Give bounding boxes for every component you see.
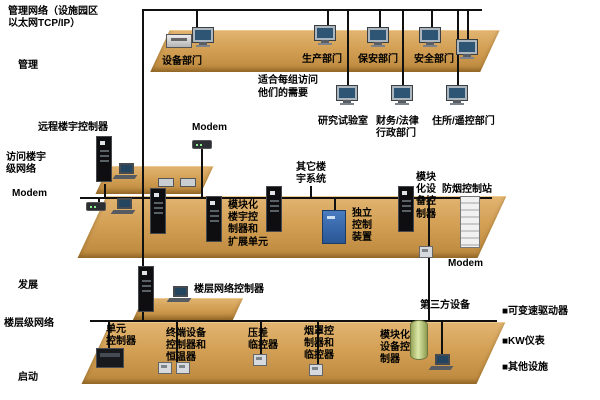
level-label-development: 发展 — [18, 280, 38, 291]
modem-icon-left — [86, 202, 106, 211]
legend-item-other: ■其他设施 — [502, 362, 549, 373]
label-hood-controller: 烟罩控 制器和 临控器 — [304, 326, 334, 362]
label-modular-equipment-controller: 模块 化设 备控 制器 — [416, 172, 436, 220]
label-modem-top: Modem — [192, 122, 227, 133]
pressure-monitor-icon — [253, 354, 267, 366]
connector-line — [431, 9, 433, 30]
modular-equipment-controller-cylinder-icon — [410, 320, 428, 360]
label-other-building-systems: 其它楼 宇系统 — [296, 162, 326, 186]
connector-line — [310, 186, 312, 197]
level-label-floor: 楼层级网络 — [4, 318, 54, 329]
computer-icon-residence — [446, 86, 468, 108]
modem-icon-right — [419, 246, 433, 258]
computer-icon-lab — [336, 86, 358, 108]
connector-line — [176, 320, 178, 362]
remote-building-controller-icon — [96, 136, 112, 182]
label-modular-equipment-controller-floor: 模块化 设备控 制器 — [380, 330, 410, 366]
connector-line — [317, 320, 319, 364]
printer-icon — [166, 34, 192, 48]
laptop-icon-development — [166, 286, 192, 303]
connector-line — [260, 320, 262, 354]
connector-line — [201, 149, 203, 197]
connector-line — [334, 197, 336, 211]
connector-line — [196, 9, 198, 31]
smoke-control-station-icon — [460, 196, 480, 248]
thermostat-icon — [176, 362, 190, 374]
independent-control-device-icon — [322, 210, 346, 244]
level-label-access: 访问楼宇 级网络 — [6, 152, 46, 176]
laptop-icon-floor — [428, 354, 454, 371]
connector-line — [402, 9, 404, 88]
hood-controller-icon — [309, 364, 323, 376]
modem-icon-top — [192, 140, 212, 149]
computer-icon-production — [314, 26, 336, 48]
label-research-lab: 研究试验室 — [318, 116, 368, 127]
connector-line — [379, 9, 381, 30]
connector-line — [98, 197, 100, 205]
computer-icon-security — [367, 28, 389, 50]
label-safety-dept: 安全部门 — [414, 54, 454, 65]
computer-icon-equipment — [192, 28, 214, 50]
label-equipment-dept: 设备部门 — [162, 56, 202, 67]
laptop-icon-access — [110, 198, 136, 215]
label-smoke-control-station: 防烟控制站 — [442, 184, 492, 195]
level-label-startup: 启动 — [18, 372, 38, 383]
connector-line — [108, 320, 110, 348]
building-controller-icon-1 — [150, 188, 166, 234]
management-bus-line — [142, 9, 482, 11]
label-remote-building-controller: 远程楼宇控制器 — [38, 122, 108, 133]
label-terminal-controller: 终端设备 控制器和 恒温器 — [166, 328, 206, 364]
label-production-dept: 生产部门 — [302, 54, 342, 65]
unit-controller-icon — [96, 348, 124, 368]
floor-bus-line — [90, 320, 497, 322]
legend-item-vsd: ■可变速驱动器 — [502, 306, 569, 317]
building-controller-icon-3 — [266, 186, 282, 232]
connector-line — [347, 9, 349, 88]
backbone-line — [142, 9, 144, 322]
modular-equipment-controller-icon — [398, 186, 414, 232]
legend-item-kw-meter: ■KW仪表 — [502, 336, 545, 347]
hub-icon — [180, 178, 196, 187]
building-controller-icon-2 — [206, 196, 222, 242]
note-access-needs: 适合每组访问 他们的需要 — [254, 72, 322, 102]
label-modem-right: Modem — [448, 258, 483, 269]
label-unit-controller: 单元 控制器 — [106, 324, 136, 348]
computer-icon-safety — [419, 28, 441, 50]
connector-line — [428, 197, 430, 320]
connector-line — [441, 320, 443, 354]
level-label-management: 管理 — [18, 60, 38, 71]
label-modem-left: Modem — [12, 188, 47, 199]
connector-line — [104, 184, 106, 197]
label-pressure-monitor: 压差 临控器 — [248, 328, 278, 352]
label-floor-network-controller: 楼层网络控制器 — [194, 284, 264, 295]
connector-line — [467, 9, 469, 42]
label-independent-control: 独立 控制 装置 — [352, 208, 372, 244]
computer-icon-finance — [391, 86, 413, 108]
label-modular-building-controller: 模块化 楼宇控 制器和 扩展单元 — [228, 200, 268, 248]
laptop-icon-remote — [112, 163, 138, 180]
label-finance-legal: 财务/法律 行政部门 — [376, 116, 419, 140]
label-third-party-devices: 第三方设备 — [420, 300, 470, 311]
computer-icon-safety-2 — [456, 40, 478, 62]
label-residence-remote: 住所/遥控部门 — [432, 116, 495, 127]
access-bus-line — [80, 197, 492, 199]
hub-icon — [158, 178, 174, 187]
floor-network-controller-icon — [138, 266, 154, 312]
diagram-title: 管理网络（设施园区 以太网TCP/IP） — [8, 6, 98, 30]
terminal-controller-icon — [158, 362, 172, 374]
connector-line — [327, 9, 329, 28]
label-security-dept: 保安部门 — [358, 54, 398, 65]
